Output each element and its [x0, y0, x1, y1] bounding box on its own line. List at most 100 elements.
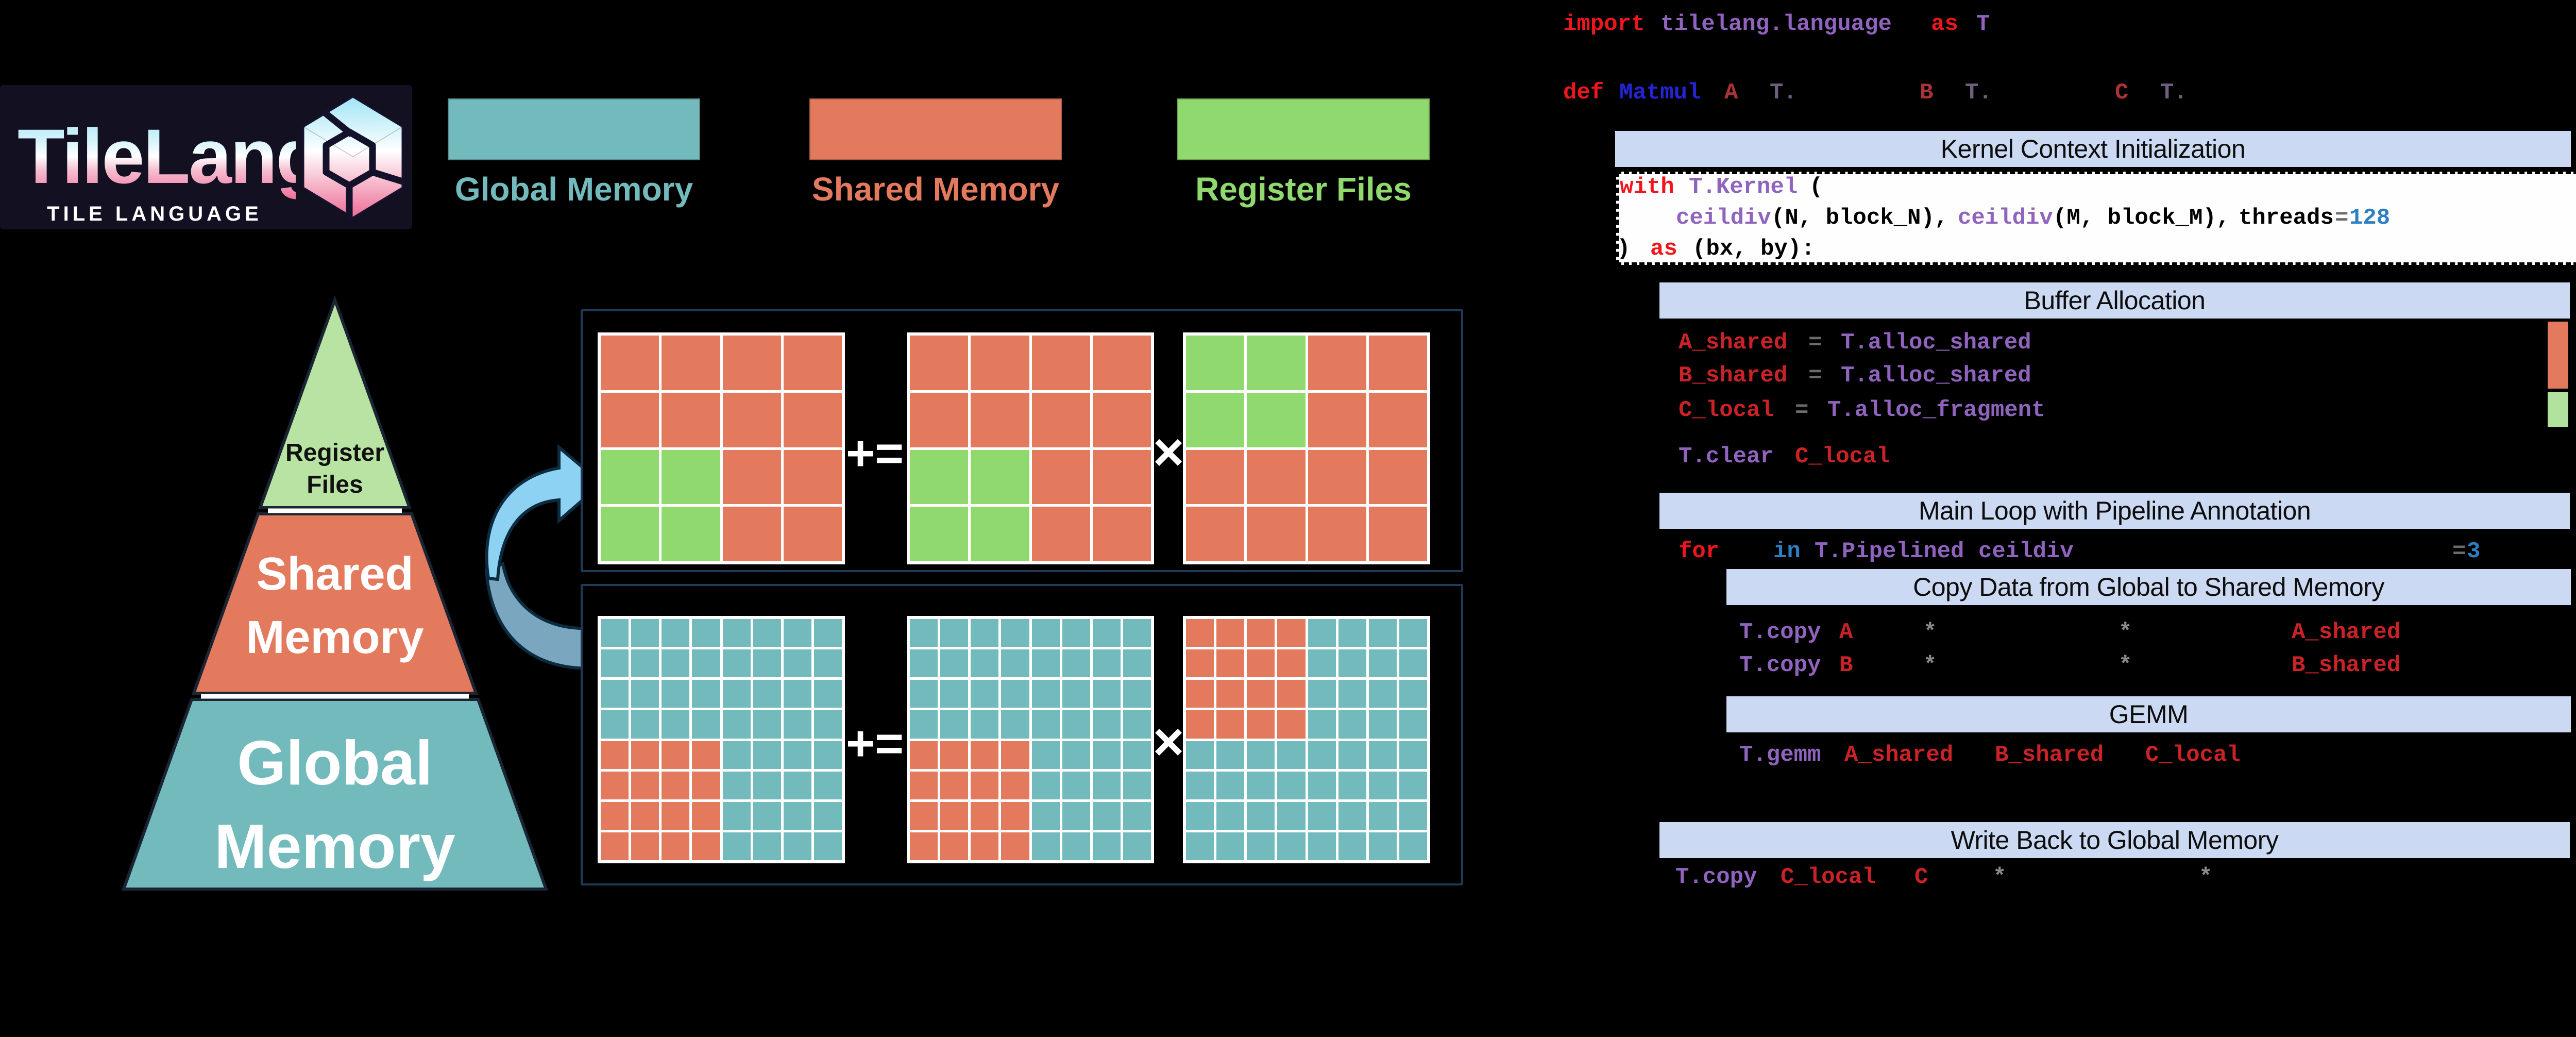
memory-cell: [1247, 741, 1275, 769]
memory-cell: [1368, 649, 1397, 678]
memory-cell: [1308, 710, 1336, 739]
memory-cell: [722, 832, 751, 860]
memory-cell: [1308, 771, 1336, 799]
operator-accumulate: +=: [845, 716, 904, 771]
memory-scope-bar-0: [2548, 322, 2568, 389]
code-token: ): [1617, 236, 1631, 262]
memory-cell: [631, 710, 659, 739]
memory-cell: [1062, 680, 1090, 708]
code-token: import: [1563, 11, 1645, 37]
memory-cell: [1092, 336, 1151, 390]
memory-cell: [1368, 336, 1427, 390]
pyramid-label-shared: Shared: [256, 548, 414, 600]
memory-cell: [1031, 741, 1060, 769]
code-token: T.Pipelined: [1815, 539, 1964, 564]
memory-cell: [1277, 680, 1306, 708]
memory-cell: [1368, 741, 1397, 769]
memory-cell: [601, 392, 659, 447]
code-token: T.clear: [1679, 444, 1774, 470]
memory-cell: [783, 392, 842, 447]
memory-cell: [910, 680, 938, 708]
memory-cell: [601, 771, 629, 799]
memory-cell: [1338, 649, 1366, 678]
code-token: ceildiv: [1958, 205, 2053, 231]
memory-cell: [783, 680, 811, 708]
memory-cell: [814, 680, 842, 708]
memory-cell: [753, 619, 781, 647]
code-token: as: [1931, 11, 1958, 37]
memory-cell: [1092, 741, 1121, 769]
memory-cell: [783, 507, 842, 561]
memory-cell: [722, 710, 751, 739]
code-token: Matmul: [1619, 80, 1701, 106]
pyramid-label-files: Files: [307, 471, 363, 498]
code-token: *: [2119, 620, 2132, 645]
memory-cell: [722, 771, 751, 799]
tilelang-cube-icon: [302, 96, 407, 219]
code-token: threads: [2239, 205, 2334, 231]
memory-cell: [722, 680, 751, 708]
code-token: =: [1795, 397, 1809, 423]
memory-cell: [1399, 741, 1427, 769]
memory-cell: [1123, 619, 1151, 647]
code-token: 128: [2349, 205, 2391, 231]
legend-swatch-1: [809, 98, 1062, 160]
memory-cell: [814, 801, 842, 830]
code-token: (: [1809, 174, 1823, 200]
memory-cell: [1186, 680, 1214, 708]
code-section-header-1: Buffer Allocation: [1659, 282, 2570, 319]
memory-cell: [1123, 832, 1151, 860]
code-token: tilelang.language: [1660, 11, 1892, 37]
memory-cell: [1247, 392, 1306, 447]
memory-cell: [1186, 649, 1214, 678]
memory-cell: [1338, 680, 1366, 708]
memory-cell: [1277, 710, 1306, 739]
memory-cell: [722, 507, 781, 561]
memory-cell: [1186, 507, 1245, 561]
memory-cell: [1031, 801, 1060, 830]
memory-cell: [753, 771, 781, 799]
memory-cell: [1216, 832, 1245, 860]
memory-cell: [1216, 801, 1245, 830]
memory-cell: [1338, 741, 1366, 769]
code-token: B_shared: [1995, 742, 2104, 768]
matrix-grid-0-2: [1183, 332, 1430, 564]
memory-cell: [1308, 336, 1366, 390]
memory-cell: [910, 771, 938, 799]
pyramid-label-register: Register: [285, 439, 385, 466]
code-token: =: [1808, 330, 1822, 356]
memory-cell: [1247, 771, 1275, 799]
memory-cell: [783, 649, 811, 678]
memory-cell: [1186, 392, 1245, 447]
memory-cell: [1247, 449, 1306, 505]
memory-cell: [1123, 649, 1151, 678]
memory-cell: [971, 741, 999, 769]
memory-cell: [910, 449, 969, 505]
memory-cell: [1399, 649, 1427, 678]
memory-cell: [1216, 741, 1245, 769]
memory-cell: [1001, 619, 1029, 647]
memory-cell: [910, 619, 938, 647]
memory-cell: [940, 619, 969, 647]
memory-cell: [1092, 680, 1121, 708]
memory-cell: [1308, 649, 1336, 678]
memory-cell: [753, 801, 781, 830]
memory-cell: [910, 649, 938, 678]
memory-cell: [1308, 801, 1336, 830]
code-token: A: [1839, 620, 1853, 645]
code-token: A_shared: [1679, 330, 1788, 356]
code-token: (bx, by):: [1692, 236, 1815, 262]
memory-cell: [662, 507, 720, 561]
code-token: ceildiv: [1676, 205, 1771, 231]
memory-cell: [722, 336, 781, 390]
legend-swatch-2: [1177, 98, 1430, 160]
memory-cell: [971, 801, 999, 830]
memory-pyramid: [121, 295, 549, 891]
memory-cell: [1186, 336, 1245, 390]
memory-cell: [1399, 710, 1427, 739]
code-token: (M, block_M),: [2053, 205, 2230, 231]
memory-cell: [601, 801, 629, 830]
memory-cell: [1123, 771, 1151, 799]
